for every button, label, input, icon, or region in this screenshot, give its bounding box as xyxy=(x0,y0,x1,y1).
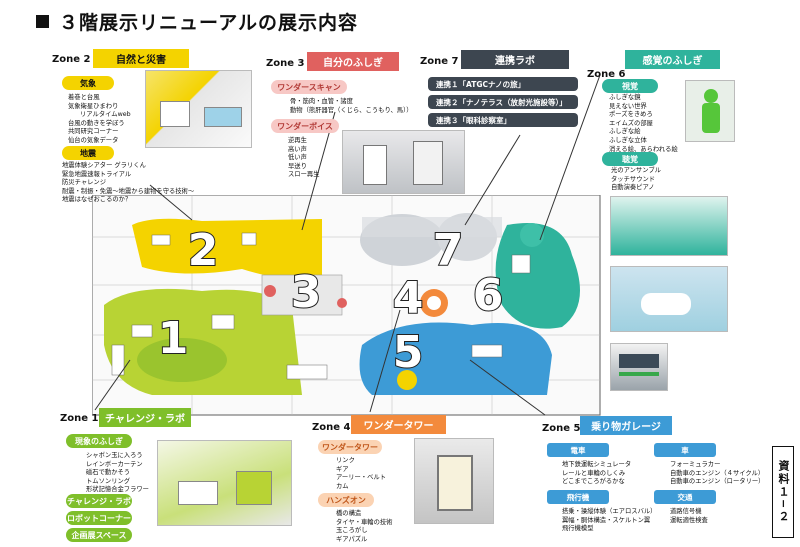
document-side-label: 資料１−２ xyxy=(772,446,794,538)
zone6-area xyxy=(495,223,580,329)
zone1-section-phenomena: 現象のふしぎ xyxy=(66,434,132,448)
zone1-section-challenge-lab: チャレンジ・ラボ xyxy=(66,494,132,508)
floor-number-3: 3 xyxy=(291,267,322,318)
zone2-section-earthquake: 地震 xyxy=(62,146,114,160)
zone5-traffic-list: 道路信号機運転適性検査 xyxy=(670,508,708,524)
zone4-handson-list: 橋の構造タイヤ・車輪の技術 玉ころがしギアパズル xyxy=(336,510,393,543)
zone4-tower-list: リンクギア アーリー・ベルトカム xyxy=(336,457,386,490)
zone2-label: Zone 2 xyxy=(52,54,91,65)
zone1-phenomena-list: シャボン玉に入ろうレインボーカーテン 磁石で動かそうトムソンリング 形状記憶合金… xyxy=(86,452,149,494)
title-bullet-icon xyxy=(36,15,49,28)
zone1-section-exhibition: 企画展スペース xyxy=(66,528,132,542)
zone1-label: Zone 1 xyxy=(60,413,99,424)
zone4-photo xyxy=(414,438,494,524)
zone3-section-voice: ワンダーボイス xyxy=(271,119,339,133)
zone5-section-car: 車 xyxy=(654,443,716,457)
zone7-item-3: 連携３「眼科診察室」 xyxy=(428,113,578,127)
zone5-train-photo xyxy=(610,343,668,391)
zone2-photo xyxy=(145,70,252,148)
zone2-section-weather: 気象 xyxy=(62,76,114,90)
zone6-figure-photo xyxy=(685,80,735,142)
zone5-title: 乗り物ガレージ xyxy=(580,416,672,435)
zone2-earthquake-list: 地震体験シアター グラリくん緊急地震速報トライアル 防災チャレンジ耐震・制振・免… xyxy=(62,162,195,204)
zone4-label: Zone 4 xyxy=(312,422,351,433)
floor-number-2: 2 xyxy=(188,225,219,276)
zone3-section-scan: ワンダースキャン xyxy=(271,80,347,94)
zone6-hearing-list: 光のアンサンブルタッチサウンド 自動演奏ピアノ xyxy=(611,167,661,192)
floor-plan: 1 2 3 4 5 6 7 xyxy=(92,195,601,416)
zone6-section-vision: 視覚 xyxy=(602,79,658,93)
floor-number-7: 7 xyxy=(433,225,464,276)
zone3-voice-list: 逆再生高い声 低い声早送り スロー再生 xyxy=(288,137,320,179)
zone5-label: Zone 5 xyxy=(542,423,581,434)
zone3-photo xyxy=(342,130,465,194)
zone4-section-tower: ワンダータワー xyxy=(318,440,382,454)
zone3-label: Zone 3 xyxy=(266,58,305,69)
zone6-photo-2 xyxy=(610,266,728,332)
zone5-section-traffic: 交通 xyxy=(654,490,716,504)
zone1-section-robot: ロボットコーナー xyxy=(66,511,132,525)
zone5-airplane-list: 搭乗・操縦体験（エアロスバル）翼幅・胴体構造・スケルトン翼 飛行機模型 xyxy=(562,508,657,533)
zone4-title: ワンダータワー xyxy=(351,415,446,434)
zone7-label: Zone 7 xyxy=(420,56,459,67)
zone7-item-2: 連携２「ナノテラス（放射光施設等）」 xyxy=(428,95,578,109)
zone7-item-1: 連携１「ATGCナノの旅」 xyxy=(428,77,578,91)
zone5-car-list: フォーミュラカー自動車のエンジン（４サイクル） 自動車のエンジン（ロータリー） xyxy=(670,461,765,486)
zone7-title: 連携ラボ xyxy=(461,50,569,69)
zone3-scan-list: 骨・筋肉・血管・諸度動物（熊肝器官（くじら、こうもり、馬）） xyxy=(290,98,413,114)
zone6-label: Zone 6 xyxy=(587,69,626,80)
zone6-vision-list: ふしぎな鏡見えない世界 ポーズをきめろエイムズの部屋 ふしぎな絵ふしぎな立体 消… xyxy=(609,94,678,153)
zone5-section-train: 電車 xyxy=(547,443,609,457)
zone6-section-hearing: 聴覚 xyxy=(602,152,658,166)
zone2-title: 自然と災害 xyxy=(93,49,189,68)
page-title: ３階展示リニューアルの展示内容 xyxy=(36,8,358,35)
floor-number-6: 6 xyxy=(473,270,504,321)
zone5-train-list: 地下鉄運転シミュレータレールと車輪のしくみ どこまでころがるかな xyxy=(562,461,632,486)
zone6-photo-1 xyxy=(610,196,728,256)
zone1-title: チャレンジ・ラボ xyxy=(99,408,191,427)
zone3-title: 自分のふしぎ xyxy=(307,52,399,71)
floor-number-5: 5 xyxy=(393,327,424,378)
zone1-photo xyxy=(157,440,292,526)
floor-number-4: 4 xyxy=(393,273,424,324)
zone2-area xyxy=(132,218,322,279)
floor-number-1: 1 xyxy=(158,313,189,364)
zone4-section-handson: ハンズオン xyxy=(318,493,374,507)
zone6-title: 感覚のふしぎ xyxy=(625,50,720,69)
zone5-section-airplane: 飛行機 xyxy=(547,490,609,504)
